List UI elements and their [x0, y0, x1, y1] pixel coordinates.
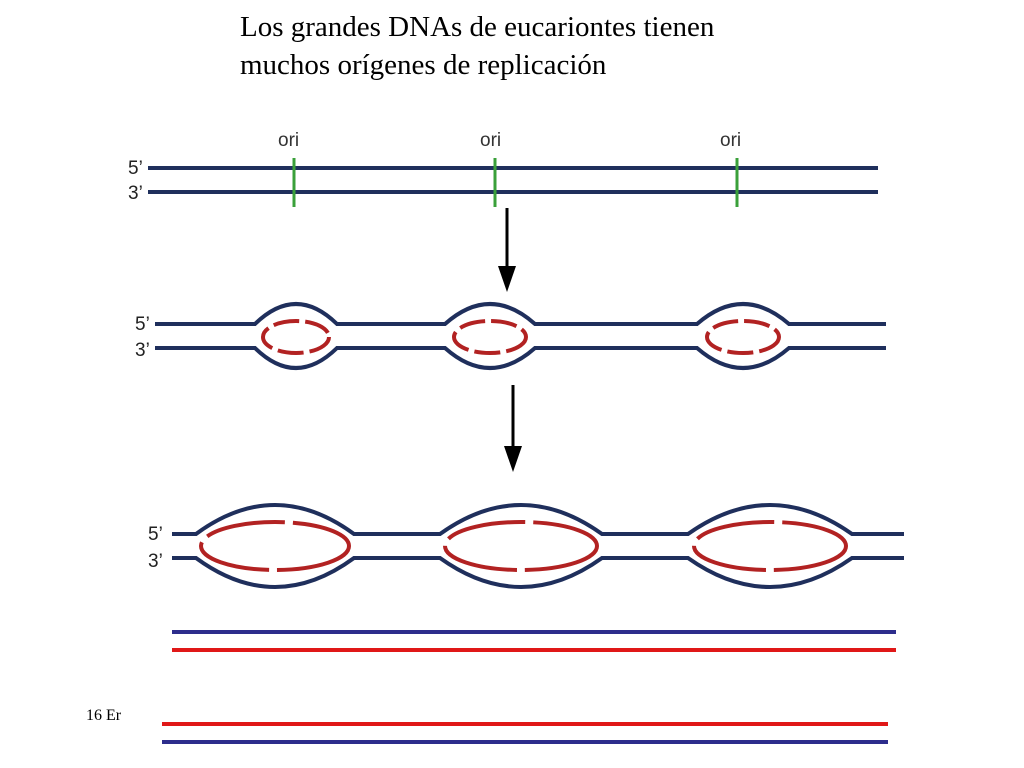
stage-1-dna-with-origins: 5’ 3’ ori ori ori — [128, 130, 878, 207]
origin-label-2: ori — [480, 130, 501, 151]
parental-strand-top — [172, 503, 904, 536]
stage-2-small-bubbles: 5’ 3’ — [135, 302, 886, 370]
slide-title: Los grandes DNAs de eucariontes tienen m… — [240, 8, 880, 84]
new-strand-bubble-2 — [452, 319, 528, 355]
strand-label-3-prime: 3’ — [135, 340, 150, 361]
new-strand-bubble-3 — [692, 520, 848, 572]
arrow-down-2 — [504, 385, 522, 472]
origin-label-1: ori — [278, 130, 299, 151]
arrow-down-1 — [498, 208, 516, 292]
new-strand-bubble-1 — [199, 520, 351, 572]
strand-label-5-prime: 5’ — [128, 158, 143, 179]
slide-footer: 16 Er — [86, 707, 122, 724]
stage-3-large-bubbles: 5’ 3’ — [148, 503, 904, 589]
new-strand-bubble-3 — [705, 319, 781, 355]
title-line-1: Los grandes DNAs de eucariontes tienen — [240, 11, 715, 43]
strand-label-5-prime: 5’ — [148, 524, 163, 545]
parental-strand-bottom — [172, 556, 904, 589]
new-strand-bubble-1 — [261, 319, 331, 355]
strand-label-5-prime: 5’ — [135, 314, 150, 335]
strand-label-3-prime: 3’ — [128, 183, 143, 204]
parental-strand-top — [155, 302, 886, 326]
origin-label-3: ori — [720, 130, 741, 151]
title-line-2: muchos orígenes de replicación — [240, 49, 607, 81]
stage-4-daughter-duplexes — [162, 630, 896, 744]
parental-strand-bottom — [155, 346, 886, 370]
new-strand-bubble-2 — [443, 520, 599, 572]
strand-label-3-prime: 3’ — [148, 551, 163, 572]
